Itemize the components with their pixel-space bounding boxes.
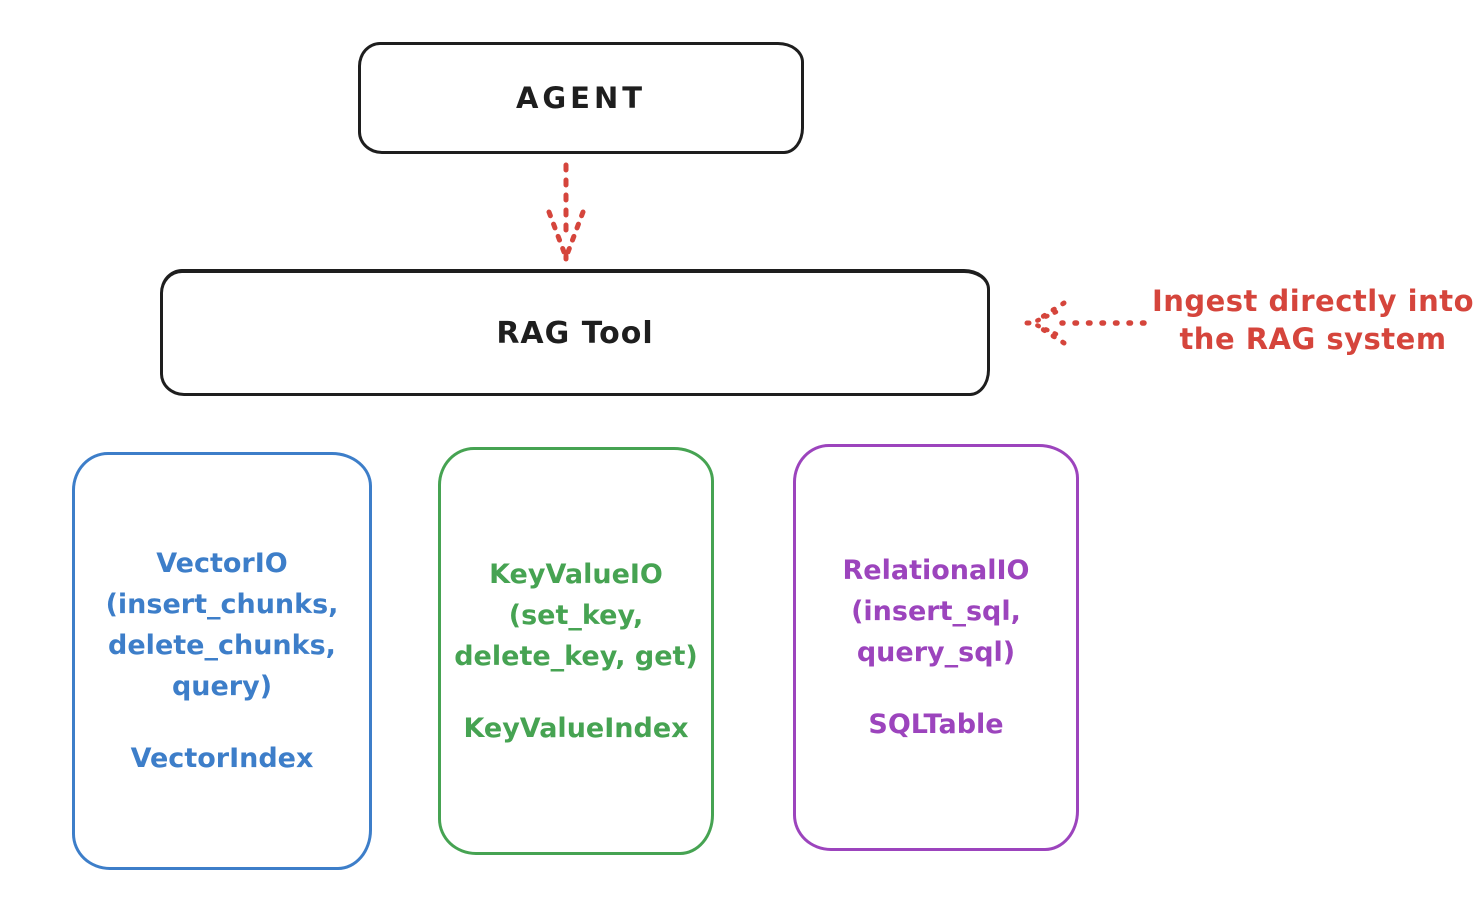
- store-line: (insert_sql,: [851, 596, 1021, 627]
- keyvalue-index-label: KeyValueIndex: [463, 712, 689, 744]
- agent-label: AGENT: [515, 81, 647, 115]
- vector-io-signature: VectorIO (insert_chunks, delete_chunks, …: [106, 543, 339, 707]
- keyvalue-io-signature: KeyValueIO (set_key, delete_key, get): [454, 554, 698, 677]
- relational-io-box: RelationalIO (insert_sql, query_sql) SQL…: [793, 444, 1079, 851]
- ingest-annotation-text: Ingest directly into the RAG system: [1148, 282, 1478, 358]
- vector-io-box: VectorIO (insert_chunks, delete_chunks, …: [72, 452, 372, 870]
- store-line: (set_key,: [508, 599, 644, 631]
- sql-table-label: SQLTable: [868, 709, 1004, 740]
- rag-tool-box: RAG Tool: [160, 269, 990, 396]
- store-line: RelationalIO: [842, 555, 1030, 586]
- store-line: query): [171, 671, 273, 702]
- relational-io-signature: RelationalIO (insert_sql, query_sql): [843, 550, 1030, 673]
- rag-tool-label: RAG Tool: [496, 315, 654, 351]
- vector-index-label: VectorIndex: [130, 743, 314, 774]
- store-line: (insert_chunks,: [105, 589, 339, 620]
- agent-box: AGENT: [358, 42, 804, 154]
- ingest-annotation-line2: the RAG system: [1179, 322, 1447, 356]
- store-line: query_sql): [856, 637, 1016, 668]
- store-line: delete_chunks,: [108, 630, 336, 661]
- store-line: VectorIO: [156, 548, 288, 579]
- agent-to-rag-arrow-icon: [546, 162, 586, 262]
- ingest-annotation-line1: Ingest directly into: [1151, 284, 1475, 318]
- ingest-annotation-arrow-icon: [1024, 300, 1147, 346]
- keyvalue-io-box: KeyValueIO (set_key, delete_key, get) Ke…: [438, 447, 714, 855]
- store-line: KeyValueIO: [489, 558, 663, 590]
- store-line: delete_key, get): [454, 640, 698, 672]
